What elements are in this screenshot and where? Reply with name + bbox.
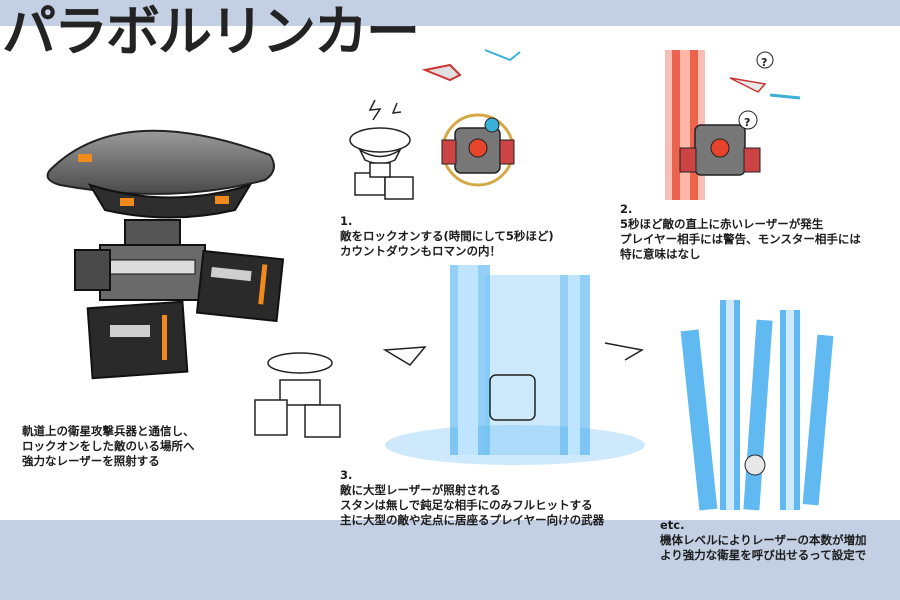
main-line-1: 軌道上の衛星攻撃兵器と通信し、 [22,424,195,438]
main-line-2: ロックオンをした敵のいる場所へ [22,439,195,453]
step1-line-2: カウントダウンもロマンの内！ [340,244,501,258]
question-mark-1: ? [761,56,768,69]
robot-illustration [46,129,285,380]
etc-line-2: より強力な衛星を呼び出せるって設定で [660,548,867,562]
step3-line-1: 敵に大型レーザーが照射される [340,483,501,497]
step2-line-1: 5秒ほど敵の直上に赤いレーザーが発生 [620,217,824,231]
step3-line-3: 主に大型の敵や定点に居座るプレイヤー向けの武器 [340,513,605,527]
step2-number: 2. [620,202,633,216]
step3-line-2: スタンは無しで鈍足な相手にのみフルヒットする [340,498,593,512]
step3-note: 3. 敵に大型レーザーが照射される スタンは無しで鈍足な相手にのみフルヒットする… [340,468,604,528]
step2-note: 2. 5秒ほど敵の直上に赤いレーザーが発生 プレイヤー相手には警告、モンスター相… [620,202,861,262]
top-band [0,0,900,26]
etc-note: etc. 機体レベルによりレーザーの本数が増加 より強力な衛星を呼び出せるって設… [660,518,867,563]
step2-line-2: プレイヤー相手には警告、モンスター相手には [620,232,861,246]
bottom-band [0,520,900,600]
question-mark-2: ? [744,116,751,129]
etc-label: etc. [660,518,685,532]
step1-number: 1. [340,214,353,228]
step3-number: 3. [340,468,353,482]
main-line-3: 強力なレーザーを照射する [22,454,160,468]
step1-line-1: 敵をロックオンする(時間にして5秒ほど) [340,229,554,243]
main-description: 軌道上の衛星攻撃兵器と通信し、 ロックオンをした敵のいる場所へ 強力なレーザーを… [22,424,195,469]
blue-laser-impact [382,265,645,465]
etc-line-1: 機体レベルによりレーザーの本数が増加 [660,533,867,547]
multi-laser-barrage [680,300,834,511]
step2-line-3: 特に意味はなし [620,247,701,261]
locked-enemy [421,49,521,187]
step1-note: 1. 敵をロックオンする(時間にして5秒ほど) カウントダウンもロマンの内！ [340,214,554,259]
robot-sketch-small [349,99,414,200]
page-title: パラボルリンカー [2,0,420,63]
red-laser-warning [665,50,801,200]
robot-sketch-firing [254,352,341,438]
